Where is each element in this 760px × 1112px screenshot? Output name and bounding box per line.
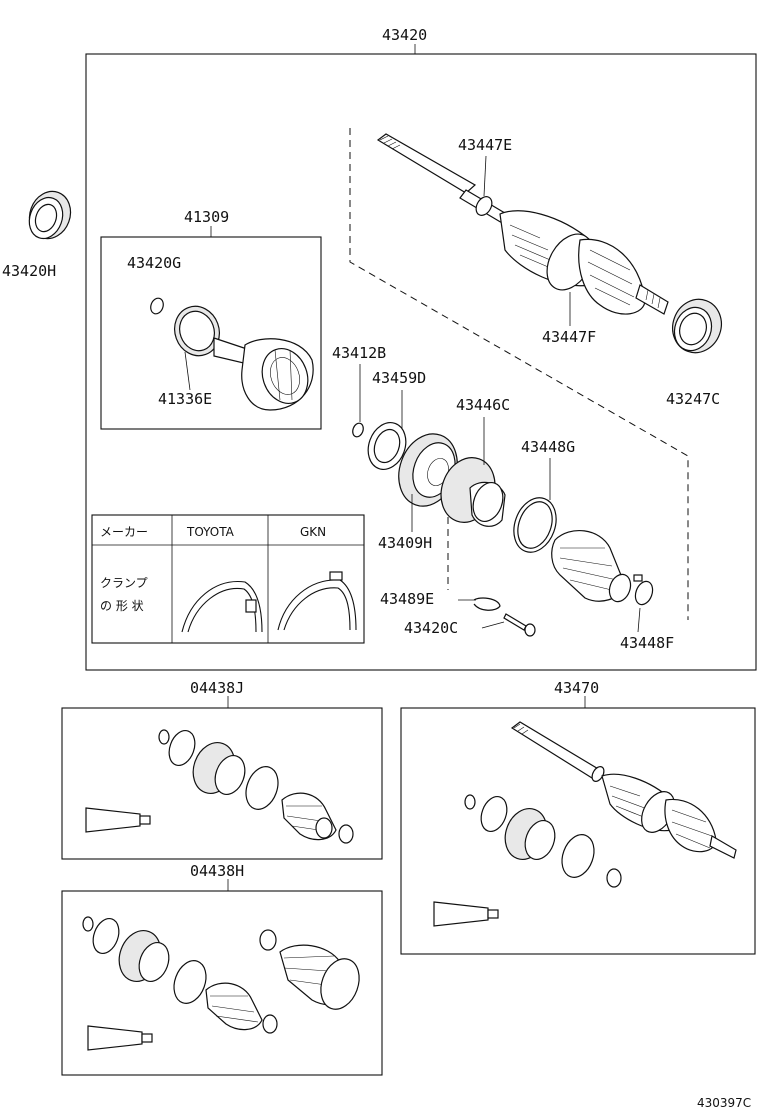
dust-seal-drawing xyxy=(672,298,722,354)
table-header-toyota: TOYOTA xyxy=(186,525,235,539)
label-bolt-c: 43420C xyxy=(404,619,458,637)
clip-e-drawing xyxy=(473,597,501,611)
shaft-assembly-contents xyxy=(433,721,737,927)
label-outer-clamp-f: 43447F xyxy=(542,328,596,346)
boot-kit-j-frame xyxy=(61,707,383,860)
inner-boot-drawing xyxy=(551,529,632,603)
label-boot-kit-h: 04438H xyxy=(190,862,244,880)
hole-snap-ring-drawing xyxy=(367,422,407,470)
gkn-clamp-shape xyxy=(277,579,357,631)
label-shaft-assembly: 43470 xyxy=(554,679,599,697)
table-header-gkn: GKN xyxy=(300,525,326,539)
snap-ring-g-drawing xyxy=(150,297,164,315)
label-clip-e: 43489E xyxy=(380,590,434,608)
label-hole-snap-ring: 43459D xyxy=(372,369,426,387)
label-boot-clamp-g: 43448G xyxy=(521,438,575,456)
shaft-assembly-frame xyxy=(400,707,756,955)
seal-left-drawing xyxy=(28,190,72,240)
table-row-label-1: クランプ xyxy=(100,576,148,590)
label-boot-kit-j: 04438J xyxy=(190,679,244,697)
snap-ring-b-drawing xyxy=(352,422,364,438)
table-header-maker: メーカー xyxy=(100,525,148,539)
label-boot-clamp-f: 43448F xyxy=(620,634,674,652)
boot-clamp-g-drawing xyxy=(513,497,557,553)
label-dust-seal-c: 43247C xyxy=(666,390,720,408)
drive-shaft-drawing xyxy=(376,133,669,315)
label-seal-left: 43420H xyxy=(2,262,56,280)
label-inner-boot: 43409H xyxy=(378,534,432,552)
joint-housing-drawing xyxy=(174,305,314,411)
table-row-label-2: の 形 状 xyxy=(100,599,144,613)
label-snap-ring-b: 43412B xyxy=(332,344,386,362)
toyota-clamp-shape xyxy=(181,581,263,633)
bolt-c-drawing xyxy=(503,613,536,637)
label-joint-housing: 41336E xyxy=(158,390,212,408)
inner-joint-drawing xyxy=(398,433,506,527)
clamp-type-table: メーカー TOYOTA GKN クランプ の 形 状 xyxy=(91,514,365,644)
main-assembly-frame xyxy=(85,53,757,671)
exploded-view-outline xyxy=(349,128,689,620)
label-drawing-code: 430397C xyxy=(697,1096,751,1110)
boot-kit-h-frame xyxy=(61,890,383,1076)
boot-clamp-f-drawing xyxy=(633,574,654,606)
boot-kit-h-contents xyxy=(82,916,360,1051)
label-snap-ring-g: 43420G xyxy=(127,254,181,272)
label-outer-clamp-e: 43447E xyxy=(458,136,512,154)
label-inner-joint-kit: 41309 xyxy=(184,208,229,226)
label-assembly-main: 43420 xyxy=(382,26,427,44)
label-inner-joint-c: 43446C xyxy=(456,396,510,414)
boot-kit-j-contents xyxy=(85,729,354,844)
